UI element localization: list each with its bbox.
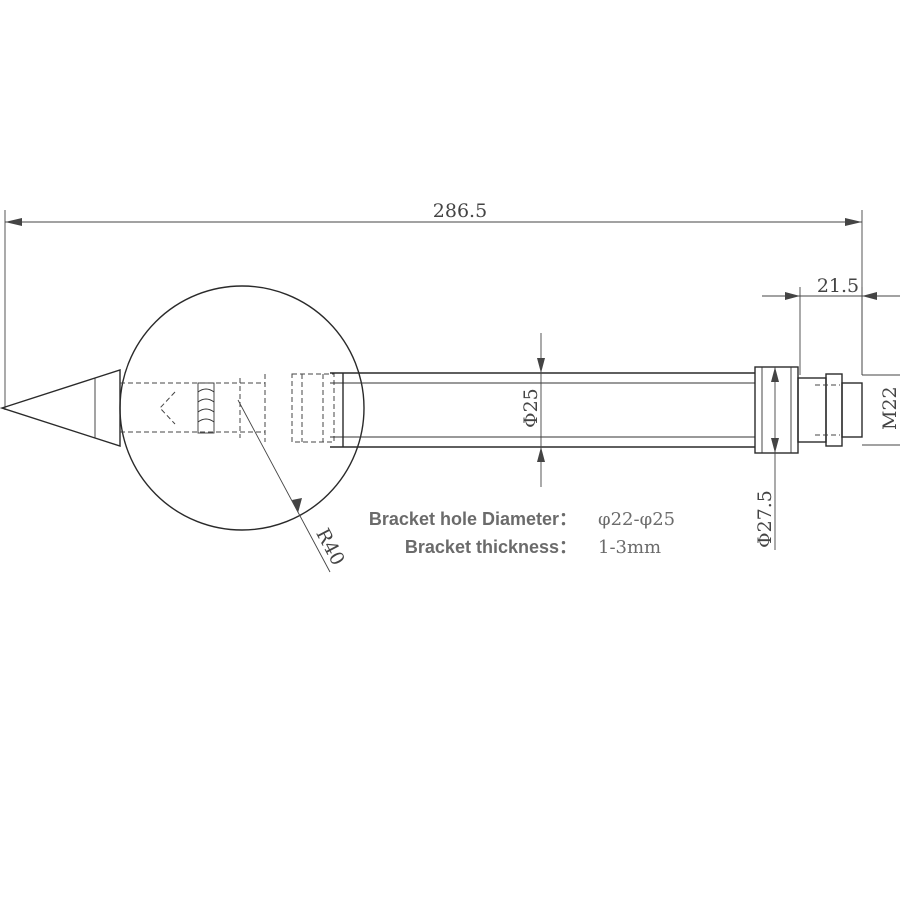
collar bbox=[754, 366, 863, 454]
spherical-head bbox=[0, 285, 365, 531]
thread-label: M22 bbox=[879, 386, 900, 430]
bracket-notes: Bracket hole Diameter： φ22-φ25 Bracket t… bbox=[369, 509, 675, 558]
collar-diameter-dimension: Φ27.5 bbox=[754, 367, 779, 550]
tube-diameter-dimension: Φ25 bbox=[520, 333, 545, 487]
tube-diameter-label: Φ25 bbox=[520, 388, 542, 428]
end-length-dimension: 21.5 bbox=[762, 275, 900, 375]
bracket-hole-value: φ22-φ25 bbox=[598, 509, 675, 530]
end-length-label: 21.5 bbox=[817, 275, 859, 297]
bracket-hole-label: Bracket hole Diameter： bbox=[369, 509, 577, 529]
collar-diameter-label: Φ27.5 bbox=[754, 490, 776, 548]
overall-length-label: 286.5 bbox=[433, 200, 487, 222]
main-tube bbox=[330, 372, 755, 448]
bracket-thickness-label: Bracket thickness： bbox=[405, 537, 577, 557]
bracket-thickness-value: 1-3mm bbox=[598, 537, 661, 558]
overall-length-dimension: 286.5 bbox=[4, 200, 863, 410]
thread-dimension: M22 bbox=[862, 374, 900, 446]
radius-dimension: R40 bbox=[237, 399, 349, 573]
